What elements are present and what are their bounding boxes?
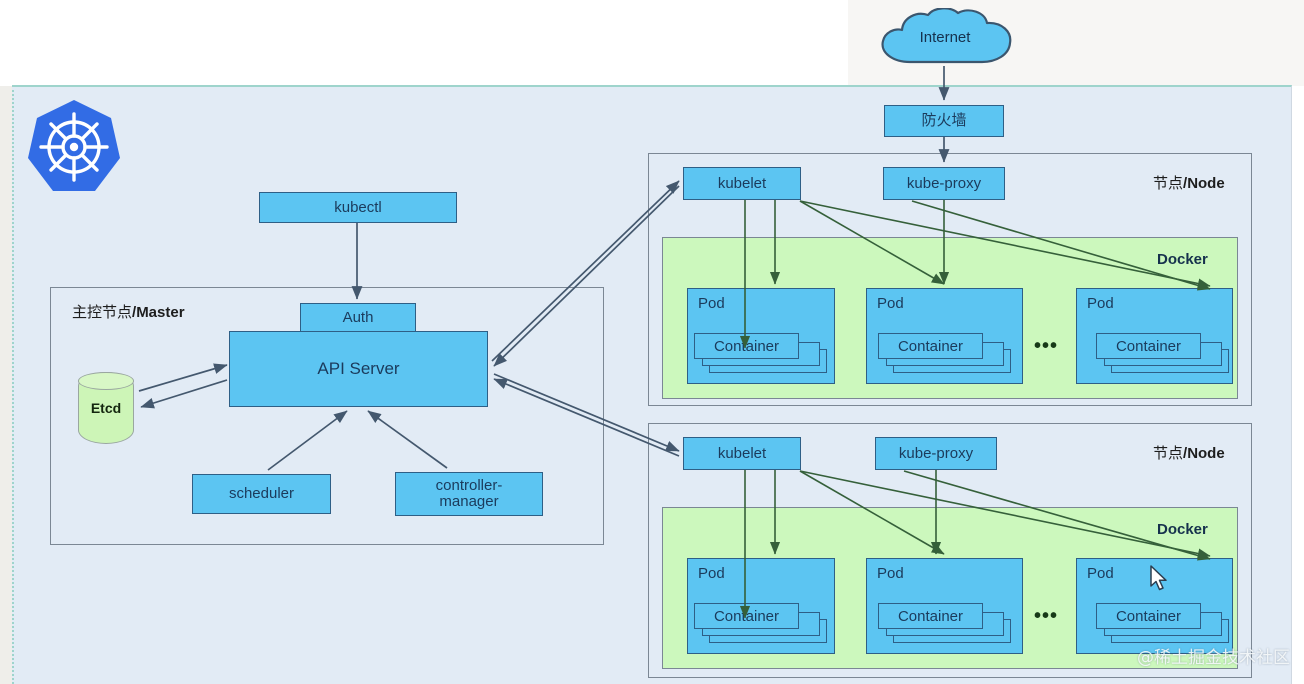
node-2-docker-label: Docker <box>1157 521 1208 538</box>
node-1-kube-proxy-box[interactable]: kube-proxy <box>883 167 1005 200</box>
node-2-pod-1[interactable]: Pod Container <box>687 558 835 654</box>
node-2-pod-3-label: Pod <box>1087 565 1114 582</box>
auth-box[interactable]: Auth <box>300 303 416 332</box>
mouse-pointer-icon <box>1150 565 1170 593</box>
scheduler-box[interactable]: scheduler <box>192 474 331 514</box>
kubernetes-logo <box>24 97 124 197</box>
node-1-label-en: Node <box>1187 175 1225 192</box>
node-1-label-cn: 节点 <box>1153 175 1184 192</box>
node-2-group <box>648 423 1252 678</box>
node-1-pod-3-container[interactable]: Container <box>1096 333 1201 359</box>
internet-label: Internet <box>919 28 971 46</box>
node-2-pod-2-container[interactable]: Container <box>878 603 983 629</box>
node-2-kube-proxy-box[interactable]: kube-proxy <box>875 437 997 470</box>
node-2-pods-ellipsis: ••• <box>1034 605 1059 627</box>
firewall-box[interactable]: 防火墙 <box>884 105 1004 137</box>
top-white-band <box>0 0 848 86</box>
node-2-pod-3[interactable]: Pod Container <box>1076 558 1233 654</box>
node-1-pod-1-label: Pod <box>698 295 725 312</box>
node-1-pods-ellipsis: ••• <box>1034 335 1059 357</box>
master-group-label: 主控节点/Master <box>72 301 185 322</box>
etcd-cylinder[interactable]: Etcd <box>77 371 135 444</box>
etcd-label: Etcd <box>90 400 122 416</box>
node-1-label-sep: / <box>1183 175 1188 192</box>
kubectl-box[interactable]: kubectl <box>259 192 457 223</box>
node-2-label: 节点/Node <box>1153 442 1225 463</box>
node-1-pod-2[interactable]: Pod Container <box>866 288 1023 384</box>
master-label-en: Master <box>136 304 185 321</box>
controller-manager-box[interactable]: controller- manager <box>395 472 543 516</box>
master-label-sep: / <box>132 304 137 321</box>
controller-manager-line-1: controller- <box>435 476 503 494</box>
node-1-pod-1-container[interactable]: Container <box>694 333 799 359</box>
node-1-label: 节点/Node <box>1153 172 1225 193</box>
internet-cloud: Internet <box>872 7 1018 70</box>
node-2-pod-2-label: Pod <box>877 565 904 582</box>
left-margin-strip <box>0 86 12 684</box>
node-2-label-cn: 节点 <box>1153 445 1184 462</box>
node-2-kubelet-box[interactable]: kubelet <box>683 437 801 470</box>
node-2-label-sep: / <box>1183 445 1188 462</box>
node-2-pod-3-container[interactable]: Container <box>1096 603 1201 629</box>
node-2-pod-2[interactable]: Pod Container <box>866 558 1023 654</box>
node-1-pod-3[interactable]: Pod Container <box>1076 288 1233 384</box>
node-1-pod-3-label: Pod <box>1087 295 1114 312</box>
controller-manager-line-2: manager <box>439 493 499 510</box>
node-1-kubelet-box[interactable]: kubelet <box>683 167 801 200</box>
node-2-pod-1-label: Pod <box>698 565 725 582</box>
node-1-docker-label: Docker <box>1157 251 1208 268</box>
node-1-pod-2-label: Pod <box>877 295 904 312</box>
master-label-cn: 主控节点 <box>72 304 133 321</box>
node-1-pod-2-container[interactable]: Container <box>878 333 983 359</box>
node-2-label-en: Node <box>1187 445 1225 462</box>
cloud-icon <box>881 7 1012 64</box>
node-2-pod-1-container[interactable]: Container <box>694 603 799 629</box>
api-server-box[interactable]: API Server <box>229 331 488 407</box>
node-1-pod-1[interactable]: Pod Container <box>687 288 835 384</box>
